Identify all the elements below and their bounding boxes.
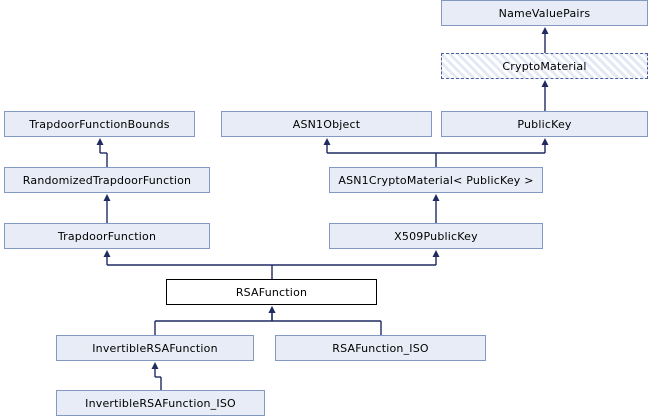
class-node-label: RSAFunction	[235, 285, 308, 299]
class-node-label: TrapdoorFunctionBounds	[29, 117, 170, 131]
class-node-rsafunction_iso[interactable]: RSAFunction_ISO	[275, 335, 486, 361]
class-node-label: X509PublicKey	[394, 229, 478, 243]
class-node-x509publickey[interactable]: X509PublicKey	[329, 223, 543, 249]
class-node-label: InvertibleRSAFunction_ISO	[85, 396, 236, 410]
class-node-trapdoorfunctionbounds[interactable]: TrapdoorFunctionBounds	[4, 111, 195, 137]
class-node-label: PublicKey	[517, 117, 572, 131]
class-node-label: TrapdoorFunction	[57, 229, 157, 243]
class-node-asn1object[interactable]: ASN1Object	[221, 111, 432, 137]
class-node-asn1cryptomaterial[interactable]: ASN1CryptoMaterial< PublicKey >	[329, 167, 543, 193]
class-node-label: InvertibleRSAFunction	[92, 341, 218, 355]
class-node-label: ASN1CryptoMaterial< PublicKey >	[338, 173, 534, 187]
class-node-label: RSAFunction_ISO	[332, 341, 429, 355]
class-node-invertiblersafunction_iso[interactable]: InvertibleRSAFunction_ISO	[56, 390, 265, 416]
class-node-namevaluepairs[interactable]: NameValuePairs	[441, 0, 648, 26]
class-node-publickey[interactable]: PublicKey	[441, 111, 648, 137]
class-node-label: NameValuePairs	[498, 6, 591, 20]
class-node-invertiblersafunction[interactable]: InvertibleRSAFunction	[56, 335, 254, 361]
class-node-label: CryptoMaterial	[502, 59, 587, 73]
class-node-cryptomaterial[interactable]: CryptoMaterial	[441, 53, 648, 79]
class-node-rsafunction[interactable]: RSAFunction	[166, 279, 377, 305]
class-node-randomizedtrapdoorfunction[interactable]: RandomizedTrapdoorFunction	[4, 167, 210, 193]
class-node-label: RandomizedTrapdoorFunction	[22, 173, 192, 187]
class-node-label: ASN1Object	[292, 117, 361, 131]
class-node-trapdoorfunction[interactable]: TrapdoorFunction	[4, 223, 210, 249]
